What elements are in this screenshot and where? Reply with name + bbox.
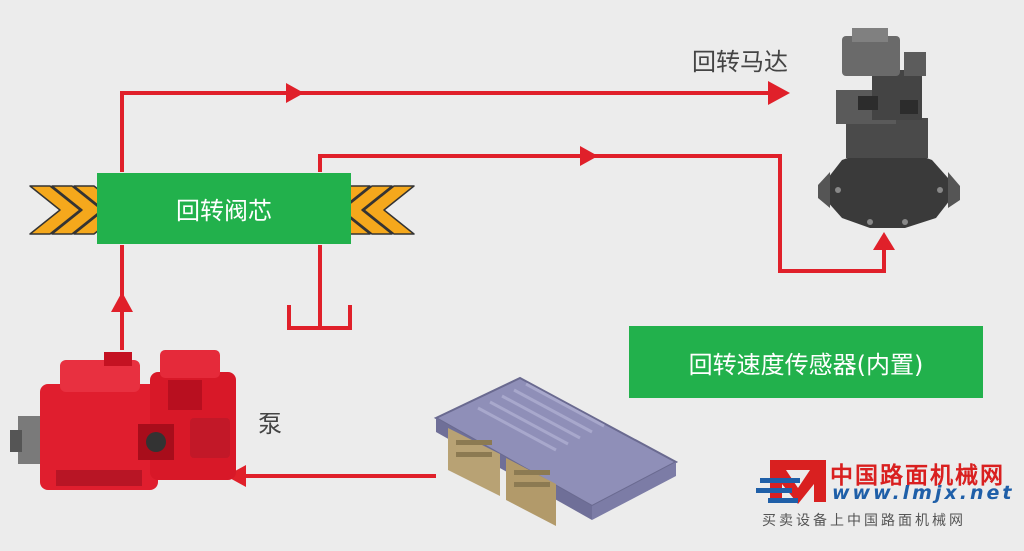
watermark-url: www.lmjx.net bbox=[832, 482, 1015, 504]
arrowhead-pump-up bbox=[111, 292, 133, 312]
swing-motor-icon bbox=[818, 28, 960, 228]
arrowhead-upper-end bbox=[768, 81, 790, 105]
pump-icon bbox=[10, 350, 236, 490]
line-valve-to-motor-upper bbox=[120, 91, 775, 172]
swing-valve-label: 回转阀芯 bbox=[176, 197, 272, 225]
hydraulic-lines bbox=[120, 91, 886, 478]
flow-arrowheads bbox=[111, 81, 895, 487]
swing-motor-label: 回转马达 bbox=[692, 48, 788, 76]
arrowhead-upper-mid bbox=[286, 83, 304, 103]
controller-icon bbox=[433, 376, 679, 526]
arrowhead-lower-mid bbox=[580, 146, 598, 166]
speed-sensor-box: 回转速度传感器(内置) bbox=[629, 326, 983, 398]
tank-symbol bbox=[287, 305, 352, 330]
swing-valve-box: 回转阀芯 bbox=[97, 173, 351, 244]
line-valve-to-motor-lower bbox=[318, 154, 886, 273]
watermark-slogan: 买卖设备上中国路面机械网 bbox=[762, 513, 966, 529]
pump-label: 泵 bbox=[258, 410, 282, 438]
watermark-site-name: 中国路面机械网 bbox=[830, 463, 1005, 489]
arrowhead-to-pump bbox=[226, 465, 246, 487]
watermark-logo-icon bbox=[756, 460, 826, 504]
speed-sensor-label: 回转速度传感器(内置) bbox=[688, 350, 924, 379]
arrowhead-motor-up bbox=[873, 232, 895, 250]
